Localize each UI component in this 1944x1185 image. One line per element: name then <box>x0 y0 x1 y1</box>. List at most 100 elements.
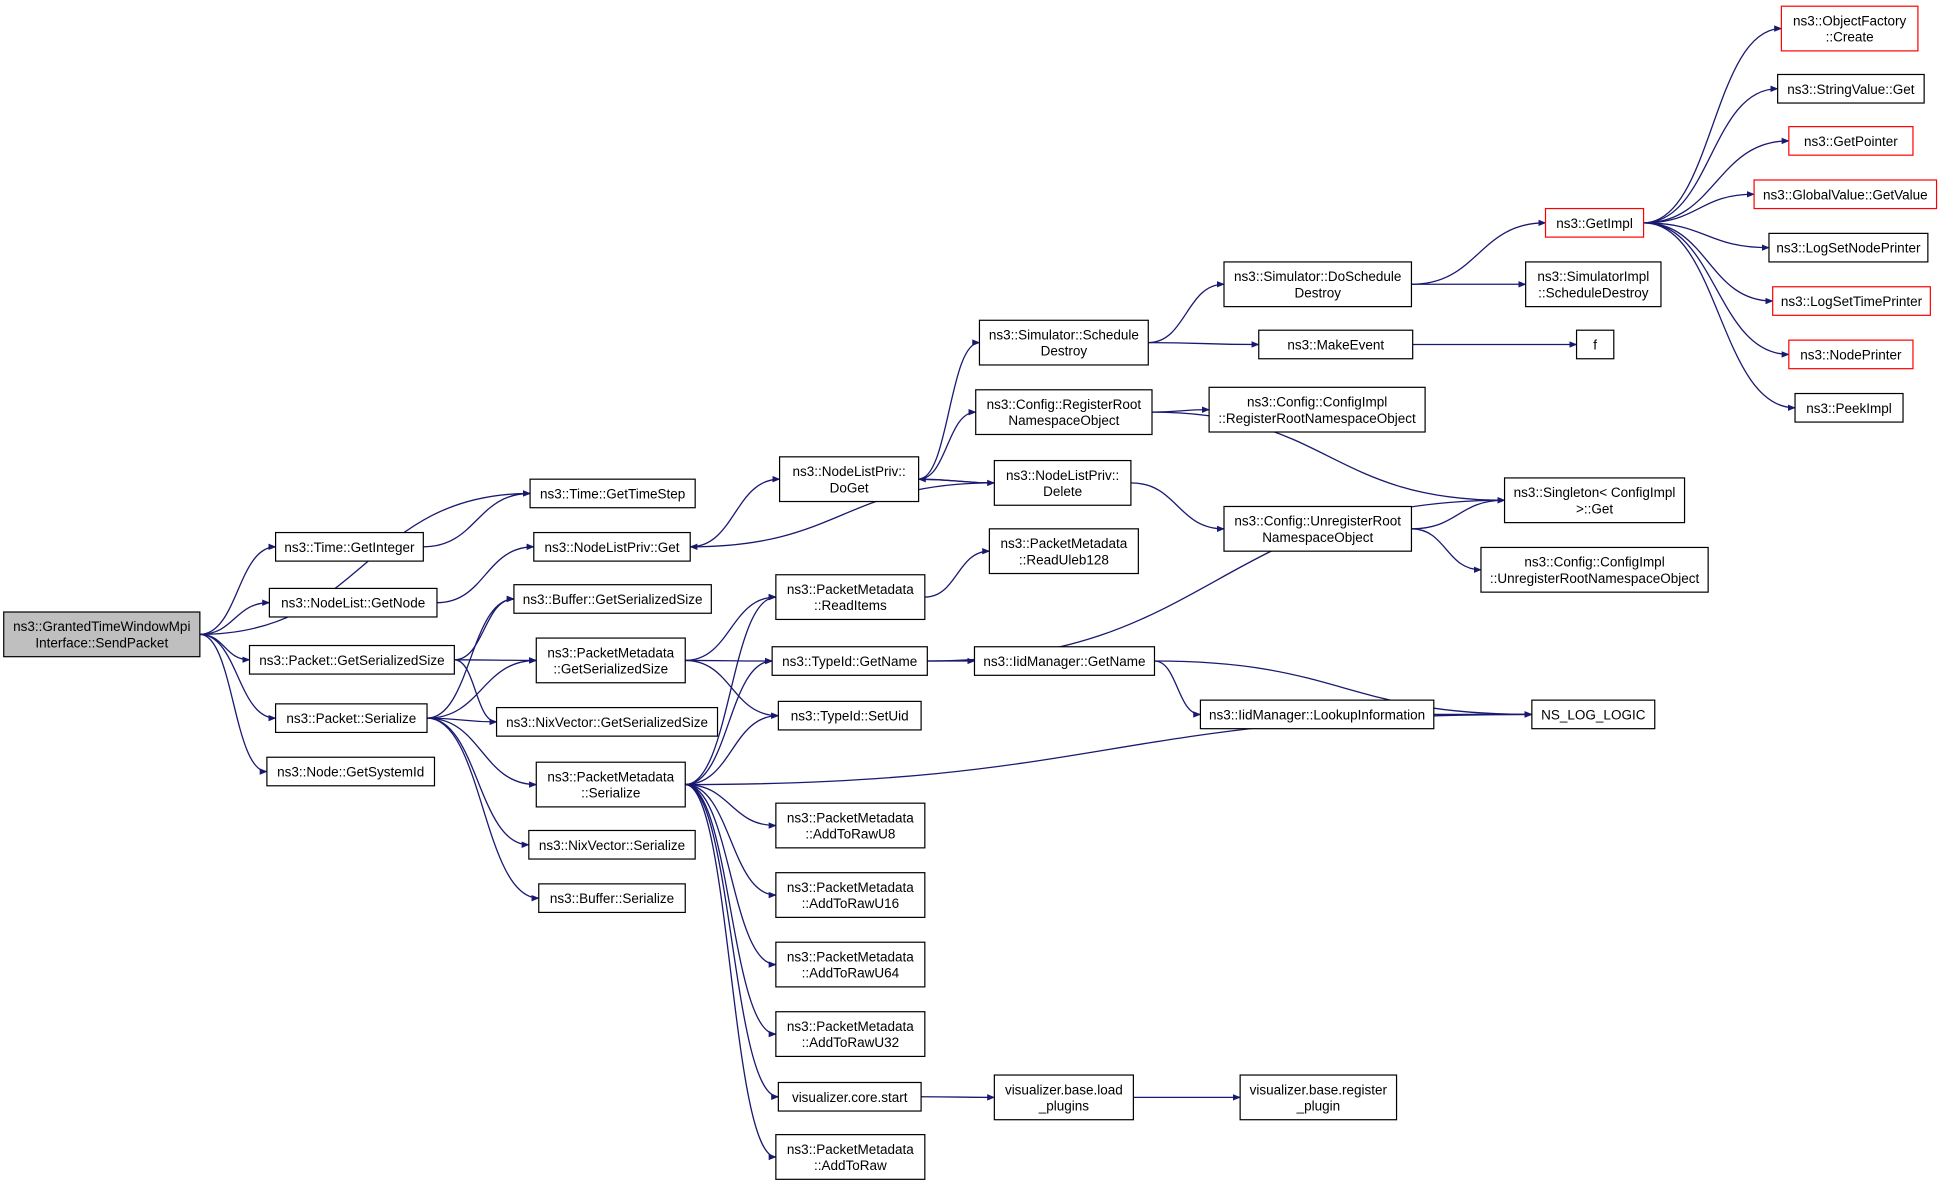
node-pm-readitems[interactable]: ns3::PacketMetadata::ReadItems <box>775 574 926 621</box>
node-box <box>533 531 691 562</box>
node-getinteger[interactable]: ns3::Time::GetInteger <box>274 531 424 562</box>
node-logsettimeprinter[interactable]: ns3::LogSetTimePrinter <box>1772 286 1931 316</box>
node-objfactory-create[interactable]: ns3::ObjectFactory::Create <box>1780 5 1919 52</box>
node-root[interactable]: ns3::GrantedTimeWindowMpiInterface::Send… <box>3 611 201 658</box>
node-box <box>529 478 696 509</box>
edge-getimpl-to-logsettimeprinter <box>1643 222 1774 305</box>
node-peekimpl[interactable]: ns3::PeekImpl <box>1794 392 1904 423</box>
node-cfgimpl-unregister[interactable]: ns3::Config::ConfigImpl::UnregisterRootN… <box>1480 546 1709 593</box>
edge-iid_getname-to-iid_lookup <box>1154 660 1202 718</box>
node-box <box>274 531 424 562</box>
edge-root-to-packet_serialize <box>199 633 277 722</box>
node-buffer-serialize[interactable]: ns3::Buffer::Serialize <box>538 883 686 914</box>
node-label: ns3::NodeListPriv::Get <box>544 540 679 555</box>
node-label: ns3::PacketMetadata <box>787 810 914 825</box>
node-pm-u32[interactable]: ns3::PacketMetadata::AddToRawU32 <box>775 1011 926 1058</box>
node-stringvalue-get[interactable]: ns3::StringValue::Get <box>1777 73 1925 104</box>
node-getimpl[interactable]: ns3::GetImpl <box>1544 207 1645 238</box>
node-pm-serialize[interactable]: ns3::PacketMetadata::Serialize <box>535 761 686 808</box>
edge-pm_getser-to-pm_readitems <box>685 593 777 662</box>
node-label: ns3::LogSetTimePrinter <box>1781 294 1923 309</box>
node-iid-getname[interactable]: ns3::IidManager::GetName <box>973 646 1156 676</box>
node-vis-load-plugins[interactable]: visualizer.base.load_plugins <box>993 1074 1134 1121</box>
node-singleton-get[interactable]: ns3::Singleton< ConfigImpl >::Get <box>1503 477 1686 524</box>
node-box <box>775 574 926 621</box>
node-nlp-delete[interactable]: ns3::NodeListPriv::Delete <box>993 459 1132 506</box>
node-make-event[interactable]: ns3::MakeEvent <box>1258 329 1414 360</box>
node-sim-schedule-destroy[interactable]: ns3::Simulator::ScheduleDestroy <box>978 319 1149 366</box>
node-pm-readuleb[interactable]: ns3::PacketMetadata::ReadUleb128 <box>988 528 1139 575</box>
edge-pm_serialize-to-pm_u16 <box>685 783 777 899</box>
node-f[interactable]: f <box>1575 329 1615 360</box>
node-label: ns3::PacketMetadata <box>1000 536 1127 551</box>
node-nodelist-getnode[interactable]: ns3::NodeList::GetNode <box>268 587 438 618</box>
node-typeid-setuid[interactable]: ns3::TypeId::SetUid <box>777 700 922 731</box>
node-nlp-get[interactable]: ns3::NodeListPriv::Get <box>533 531 691 562</box>
node-pm-u64[interactable]: ns3::PacketMetadata::AddToRawU64 <box>775 941 926 988</box>
node-packet-serialize[interactable]: ns3::Packet::Serialize <box>274 703 428 734</box>
node-label: _plugins <box>1038 1098 1090 1113</box>
node-label: ns3::PacketMetadata <box>547 645 674 660</box>
edge-packet_getser-to-pm_getser <box>454 657 538 664</box>
node-box <box>268 587 438 618</box>
node-nix-serialize[interactable]: ns3::NixVector::Serialize <box>528 829 696 860</box>
node-packet-getser[interactable]: ns3::Packet::GetSerializedSize <box>248 644 455 675</box>
node-config-unregister[interactable]: ns3::Config::UnregisterRootNamespaceObje… <box>1223 505 1413 552</box>
node-simimpl-schedule-destroy[interactable]: ns3::SimulatorImpl::ScheduleDestroy <box>1525 261 1662 308</box>
edge-nlp_doget-to-config_register <box>918 408 977 480</box>
node-nix-getser[interactable]: ns3::NixVector::GetSerializedSize <box>495 706 719 737</box>
node-gettimestep[interactable]: ns3::Time::GetTimeStep <box>529 478 696 509</box>
node-label: ns3::PacketMetadata <box>787 949 914 964</box>
node-label: ns3::Singleton< ConfigImpl <box>1514 485 1676 500</box>
node-nodeprinter[interactable]: ns3::NodePrinter <box>1788 339 1914 370</box>
node-label: ns3::Simulator::DoSchedule <box>1234 269 1401 284</box>
node-box <box>266 756 436 787</box>
node-label: ns3::SimulatorImpl <box>1537 269 1649 284</box>
node-label: ns3::Packet::GetSerializedSize <box>259 653 444 668</box>
node-buffer-getser[interactable]: ns3::Buffer::GetSerializedSize <box>513 584 712 614</box>
node-vis-register-plugin[interactable]: visualizer.base.register_plugin <box>1239 1074 1398 1121</box>
node-pm-u16[interactable]: ns3::PacketMetadata::AddToRawU16 <box>775 872 926 918</box>
edge-packet_serialize-to-pm_getser <box>427 657 538 719</box>
node-label: ns3::NixVector::Serialize <box>539 838 685 853</box>
node-box <box>1503 477 1686 524</box>
node-label: ns3::GlobalValue::GetValue <box>1763 187 1928 202</box>
edge-nlp_delete-to-nlp_get <box>689 482 995 551</box>
node-label: ns3::TypeId::SetUid <box>791 709 909 724</box>
node-box <box>1575 329 1615 360</box>
node-cfgimpl-register[interactable]: ns3::Config::ConfigImpl::RegisterRootNam… <box>1208 386 1426 433</box>
node-box <box>1199 699 1435 730</box>
edge-pm_serialize-to-typeid_setuid <box>685 712 780 786</box>
node-iid-lookup[interactable]: ns3::IidManager::LookupInformation <box>1199 699 1435 730</box>
node-box <box>978 319 1149 366</box>
edge-pm_serialize-to-typeid_getname <box>685 657 773 786</box>
node-pm-u8[interactable]: ns3::PacketMetadata::AddToRawU8 <box>775 802 926 849</box>
node-label: ns3::PacketMetadata <box>787 1142 914 1157</box>
edge-pm_serialize-to-pm_u32 <box>685 783 777 1038</box>
node-box <box>778 456 920 503</box>
node-node-getsystemid[interactable]: ns3::Node::GetSystemId <box>266 756 436 787</box>
node-getpointer[interactable]: ns3::GetPointer <box>1788 126 1914 156</box>
node-box <box>1788 126 1914 156</box>
node-typeid-getname[interactable]: ns3::TypeId::GetName <box>771 646 928 676</box>
node-box <box>1525 261 1662 308</box>
node-label: ::AddToRaw <box>814 1158 887 1173</box>
node-config-register[interactable]: ns3::Config::RegisterRootNamespaceObject <box>975 389 1153 436</box>
node-label: ns3::Config::ConfigImpl <box>1524 555 1664 570</box>
node-vis-core-start[interactable]: visualizer.core.start <box>777 1081 922 1112</box>
node-nlp-doget[interactable]: ns3::NodeListPriv::DoGet <box>778 456 920 503</box>
edge-getimpl-to-globalvalue_getvalue <box>1643 191 1755 224</box>
node-label: ::AddToRawU16 <box>802 896 900 911</box>
node-label: ns3::NodePrinter <box>1800 347 1902 362</box>
edge-pm_serialize-to-pm_readitems <box>685 593 777 786</box>
node-label: Delete <box>1043 484 1082 499</box>
node-logsetnodeprinter[interactable]: ns3::LogSetNodePrinter <box>1768 232 1929 263</box>
node-ns-log-logic[interactable]: NS_LOG_LOGIC <box>1531 699 1656 730</box>
node-globalvalue-getvalue[interactable]: ns3::GlobalValue::GetValue <box>1753 179 1938 210</box>
node-pm-addtoraw[interactable]: ns3::PacketMetadata::AddToRaw <box>775 1134 926 1180</box>
edge-getimpl-to-objfactory_create <box>1643 25 1783 224</box>
node-pm-getser[interactable]: ns3::PacketMetadata::GetSerializedSize <box>535 637 686 684</box>
edge-nlp_delete-to-nlp_doget <box>917 475 995 484</box>
edge-packet_serialize-to-nix_serialize <box>427 717 530 848</box>
